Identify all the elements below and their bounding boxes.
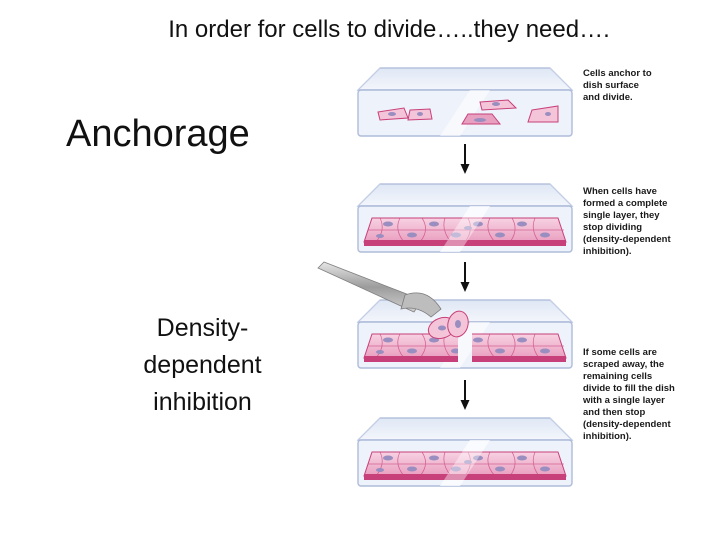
cell-culture-figure <box>317 67 573 487</box>
term-line: Density- <box>156 314 249 342</box>
caption-line: dish surface <box>583 80 639 91</box>
caption-line: scraped away, the <box>583 359 665 370</box>
caption-line: inhibition). <box>583 431 632 442</box>
arrow-down-icon <box>459 143 471 175</box>
term-line: dependent <box>143 351 262 379</box>
dish-stage-anchoring <box>357 67 573 137</box>
caption-line: formed a complete <box>583 198 668 209</box>
caption-line: single layer, they <box>583 210 660 221</box>
caption-monolayer: When cells have formed a complete single… <box>583 186 718 258</box>
caption-line: inhibition). <box>583 246 632 257</box>
dish-stage-scraped <box>357 299 573 369</box>
term-density-dependent-inhibition: Density- dependent inhibition <box>120 310 285 421</box>
caption-line: If some cells are <box>583 347 657 358</box>
dish-stage-refilled <box>357 417 573 487</box>
caption-line: stop dividing <box>583 222 643 233</box>
caption-line: When cells have <box>583 186 657 197</box>
caption-line: with a single layer <box>583 395 665 406</box>
slide-title: In order for cells to divide…..they need… <box>168 16 610 43</box>
arrow-down-icon <box>459 379 471 411</box>
caption-line: remaining cells <box>583 371 653 382</box>
caption-line: (density-dependent <box>583 234 671 245</box>
term-anchorage: Anchorage <box>66 113 250 155</box>
caption-line: divide to fill the dish <box>583 383 675 394</box>
caption-anchoring: Cells anchor to dish surface and divide. <box>583 68 713 104</box>
caption-line: Cells anchor to <box>583 68 652 79</box>
dish-stage-monolayer <box>357 183 573 253</box>
scraper-tool <box>317 261 442 318</box>
term-line: inhibition <box>153 388 252 416</box>
arrow-down-icon <box>459 261 471 293</box>
caption-scraped: If some cells are scraped away, the rema… <box>583 347 718 443</box>
caption-line: (density-dependent <box>583 419 671 430</box>
caption-line: and divide. <box>583 92 633 103</box>
caption-line: and then stop <box>583 407 646 418</box>
